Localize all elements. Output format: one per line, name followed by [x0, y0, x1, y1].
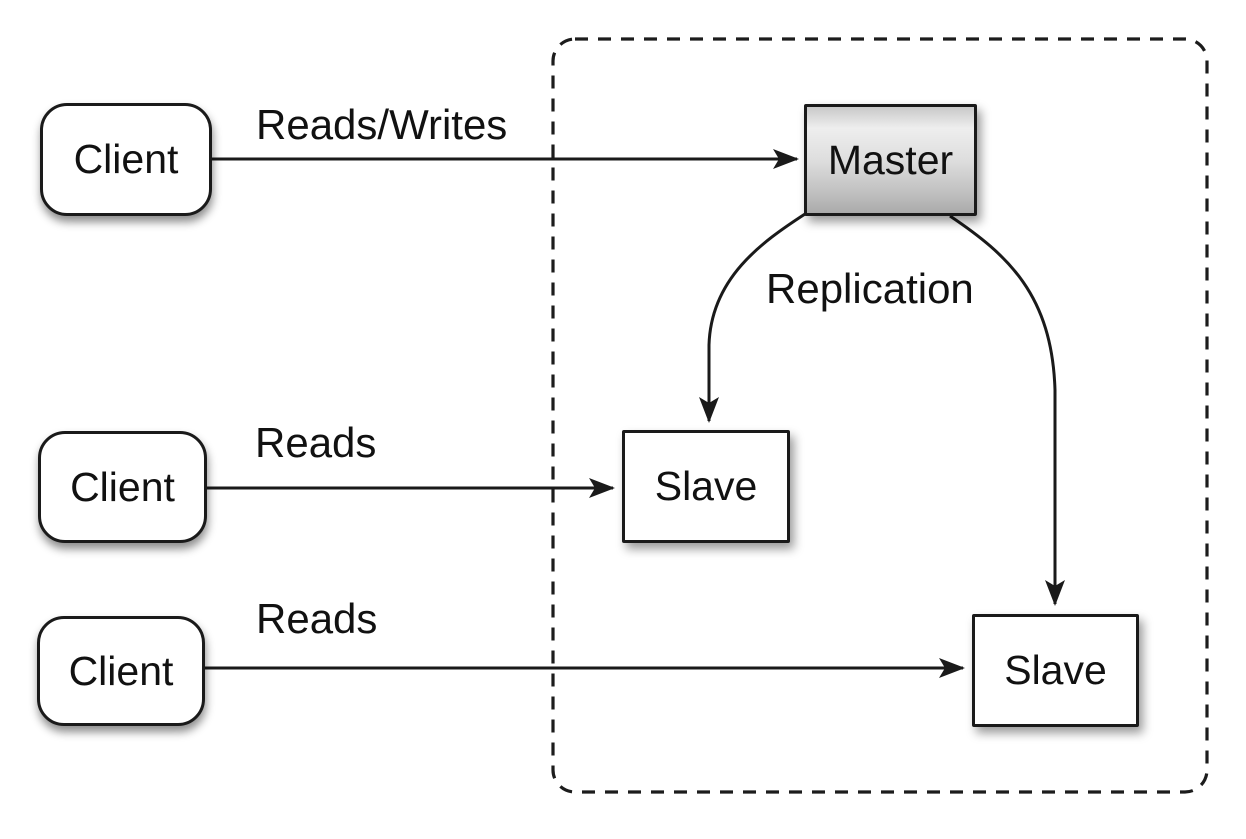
client-node-3: Client [37, 616, 205, 726]
edge-master-to-slave-bottom [949, 214, 1065, 606]
slave-node-middle-label: Slave [654, 463, 758, 509]
client-node-1-label: Client [73, 136, 179, 182]
master-node: Master [804, 104, 977, 216]
edge-label-replication: Replication [766, 265, 974, 312]
client-node-3-label: Client [68, 647, 174, 694]
edge-label-reads-middle: Reads [255, 419, 377, 466]
client-node-2-label: Client [70, 463, 175, 510]
slave-node-bottom: Slave [972, 614, 1139, 727]
client-node-1: Client [40, 103, 212, 216]
slave-node-middle: Slave [622, 430, 790, 543]
edge-master-to-slave-middle [699, 212, 806, 423]
replication-boundary-box [551, 37, 1209, 794]
edge-label-reads-bottom: Reads [256, 595, 378, 642]
slave-node-bottom-label: Slave [1004, 647, 1107, 693]
client-node-2: Client [38, 431, 207, 543]
edge-label-reads-writes: Reads/Writes [256, 101, 508, 148]
master-node-label: Master [827, 136, 954, 183]
